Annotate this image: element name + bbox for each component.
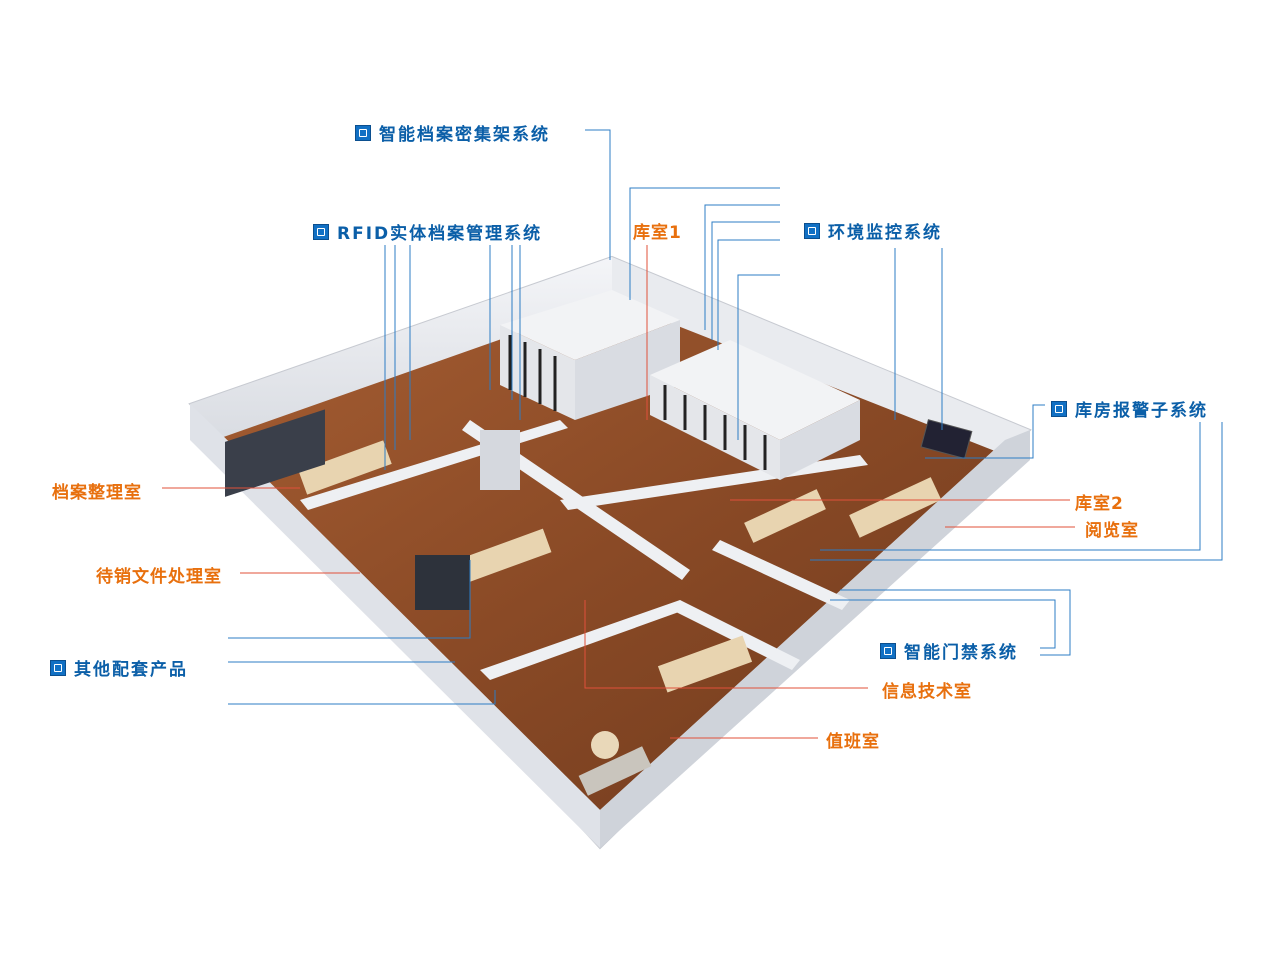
partition-6 [712,540,850,610]
dense-shelf-system-text: 智能档案密集架系统 [379,125,550,145]
label-rfid-system: RFID实体档案管理系统 [313,219,542,244]
round-table [591,731,619,759]
label-duty-room: 值班室 [826,732,880,752]
desk-sorting [298,440,392,495]
label-it-room: 信息技术室 [882,682,972,702]
alarm-system-text: 库房报警子系统 [1075,401,1208,421]
door-icon [880,642,896,659]
label-pending-room: 待销文件处理室 [96,567,222,587]
sofa [578,746,652,796]
back-wall-left [190,257,612,440]
label-env-monitor-system: 环境监控系统 [804,218,942,243]
cabinet-pending [415,555,470,610]
cabinet-sorting [225,409,325,497]
rfid-icon [313,223,329,240]
monitor-icon [804,222,820,239]
cabinet-rfid [480,430,520,490]
desk-reading-2 [744,489,826,543]
label-alarm-system: 库房报警子系统 [1051,396,1208,421]
rfid-system-text: RFID实体档案管理系统 [337,224,543,244]
dense-shelving-1 [500,290,680,420]
label-sorting-room: 档案整理室 [52,483,142,503]
access-system-text: 智能门禁系统 [904,643,1018,663]
label-storage2: 库室2 [1075,494,1124,514]
alarm-icon [1051,400,1067,417]
label-storage1: 库室1 [633,223,682,243]
label-access-system: 智能门禁系统 [880,638,1018,663]
env-monitor-system-text: 环境监控系统 [828,223,942,243]
label-other-products: 其他配套产品 [50,655,188,680]
desk-pending [448,528,552,587]
shelf-icon [355,124,371,141]
other-products-text: 其他配套产品 [74,660,188,680]
label-reading-room: 阅览室 [1085,521,1139,541]
label-dense-shelf-system: 智能档案密集架系统 [355,120,550,145]
product-icon [50,659,66,676]
